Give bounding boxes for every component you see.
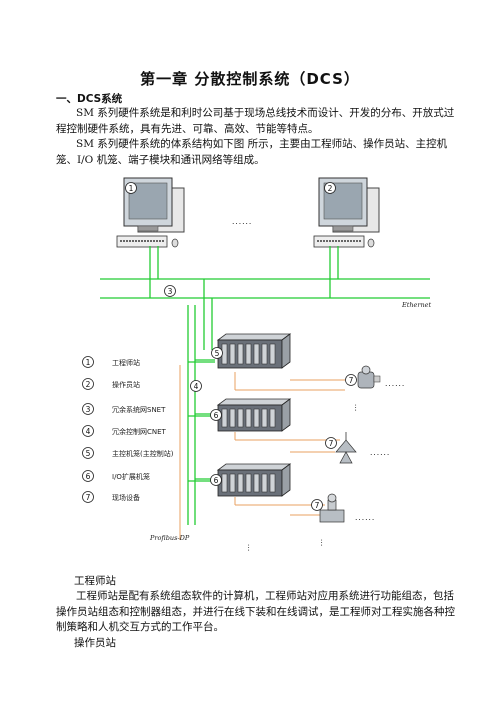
marker-3: 3	[164, 285, 176, 297]
ellipsis-vertical-3: ⋮	[318, 538, 326, 547]
profibus-label: Profibus-DP	[149, 534, 190, 542]
snet-network-lines	[100, 246, 430, 350]
legend-item-7: 7 现场设备	[82, 491, 140, 503]
svg-text:I/O扩展机笼: I/O扩展机笼	[112, 472, 150, 481]
marker-6b: 6	[210, 474, 222, 486]
ellipsis-device-1: ......	[385, 379, 405, 388]
svg-text:4: 4	[194, 382, 199, 391]
legend-item-6: 6 I/O扩展机笼	[82, 470, 150, 482]
svg-text:6: 6	[214, 476, 219, 485]
svg-text:5: 5	[215, 349, 220, 358]
profibus-dp-lines	[179, 365, 345, 540]
svg-text:4: 4	[86, 427, 91, 436]
heading-engineer-station: 工程师站	[74, 575, 116, 587]
svg-text:7: 7	[329, 439, 334, 448]
operator-station-computer	[313, 177, 380, 248]
svg-text:5: 5	[86, 449, 91, 458]
ellipsis-device-2: ......	[370, 448, 390, 457]
svg-text:3: 3	[168, 287, 173, 296]
marker-7b: 7	[325, 437, 337, 449]
legend-item-3: 3 冗余系统网SNET	[82, 403, 166, 415]
svg-text:2: 2	[86, 380, 91, 389]
field-device-valve-1	[335, 432, 357, 464]
ellipsis-vertical-2: ⋮	[245, 543, 253, 552]
svg-text:6: 6	[214, 411, 219, 420]
ellipsis-device-3: ......	[355, 513, 375, 522]
legend-item-5: 5 主控机笼(主控制站)	[82, 447, 174, 459]
diagram-legend: 1 工程师站 2 操作员站 3 冗余系统网SNET 4 冗余控制网CNET 5 主控机笼(…	[82, 356, 174, 503]
legend-item-4: 4 冗余控制网CNET	[82, 425, 167, 437]
field-device-valve-2	[319, 493, 345, 523]
chapter-title: 第一章 分散控制系统（DCS）	[140, 70, 360, 88]
ethernet-label: Ethernet	[401, 301, 432, 309]
svg-text:7: 7	[315, 501, 320, 510]
svg-text:7: 7	[86, 493, 91, 502]
svg-text:2: 2	[328, 184, 333, 193]
svg-text:现场设备: 现场设备	[112, 493, 140, 502]
svg-text:冗余系统网SNET: 冗余系统网SNET	[112, 405, 166, 414]
marker-1: 1	[125, 182, 137, 194]
marker-7c: 7	[311, 499, 323, 511]
svg-text:工程师站: 工程师站	[112, 358, 140, 367]
svg-text:1: 1	[129, 184, 134, 193]
svg-text:7: 7	[349, 376, 354, 385]
engineer-station-computer	[116, 177, 185, 248]
paragraph-architecture: SM 系列硬件系统的体系结构如下图 所示，主要由工程师站、操作员站、主控机笼、I…	[56, 138, 448, 166]
paragraph-intro: SM 系列硬件系统是和利时公司基于现场总线技术而设计、开发的分布、开放式过程控制…	[56, 107, 455, 135]
svg-text:3: 3	[86, 405, 91, 414]
marker-7a: 7	[345, 374, 357, 386]
svg-text:主控机笼(主控制站): 主控机笼(主控制站)	[112, 449, 174, 458]
heading-operator-station: 操作员站	[74, 637, 116, 649]
ellipsis-stations: ......	[232, 217, 252, 226]
legend-item-2: 2 操作员站	[82, 378, 140, 390]
ellipsis-vertical-1: ⋮	[352, 403, 360, 412]
svg-text:1: 1	[86, 358, 91, 367]
svg-text:冗余控制网CNET: 冗余控制网CNET	[112, 427, 167, 436]
svg-text:6: 6	[86, 472, 91, 481]
field-device-sensor	[357, 365, 381, 389]
legend-item-1: 1 工程师站	[82, 356, 140, 368]
paragraph-engineer-station: 工程师站是配有系统组态软件的计算机，工程师站对应用系统进行功能组态，包括操作员站…	[56, 590, 455, 634]
marker-6a: 6	[210, 409, 222, 421]
section-heading: 一、DCS系统	[56, 93, 123, 105]
marker-5: 5	[211, 347, 223, 359]
marker-2: 2	[324, 182, 336, 194]
marker-4: 4	[190, 380, 202, 392]
svg-text:操作员站: 操作员站	[112, 380, 140, 389]
